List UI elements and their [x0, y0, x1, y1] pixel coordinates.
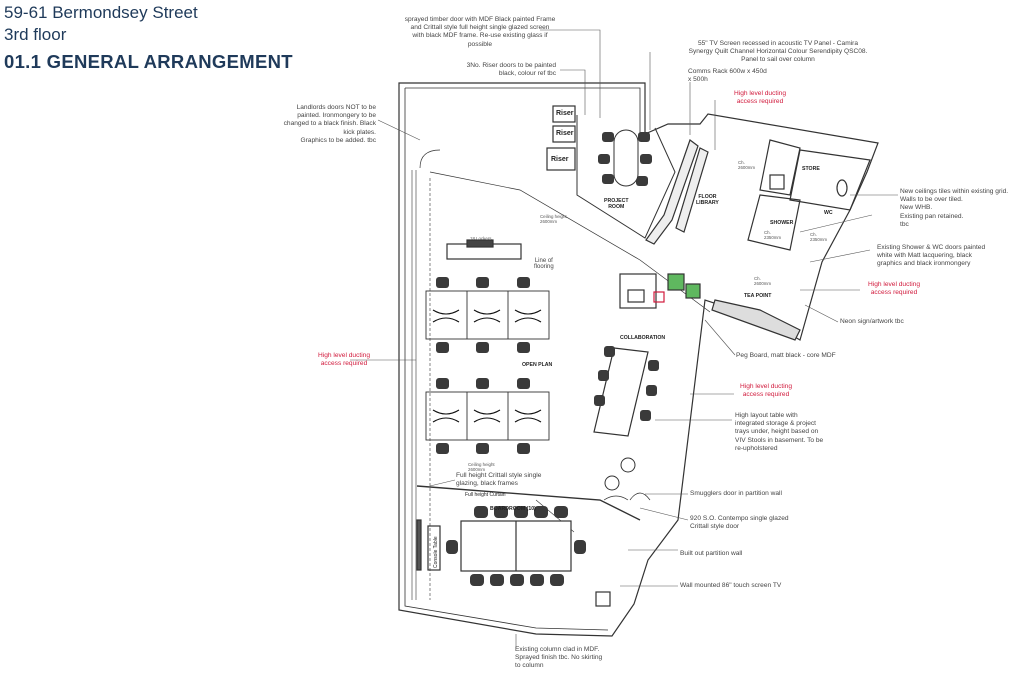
ceiling-height-label-1: Ceiling height 2600mm — [540, 214, 567, 224]
note-partition: Built out partition wall — [680, 550, 743, 557]
store-label: STORE — [802, 166, 820, 172]
note-ducting-top: High level ducting access required — [733, 90, 787, 106]
note-peg-board: Peg Board, matt black - core MDF — [736, 352, 836, 359]
page-title: 01.1 GENERAL ARRANGEMENT — [4, 51, 293, 72]
note-ducting-right: High level ducting access required — [867, 281, 921, 297]
inner-wall — [404, 87, 641, 631]
floor-library-label: FLOOR LIBRARY — [696, 194, 719, 206]
console-table-label: Console Table — [433, 536, 439, 568]
collaboration-label: COLLABORATION — [620, 335, 666, 341]
note-ducting-mid: High level ducting access required — [739, 383, 793, 399]
ch-label-2: Ch. 2350mm — [764, 230, 782, 240]
note-tv-screen: 55" TV Screen recessed in acoustic TV Pa… — [688, 40, 868, 64]
lockers-label: 18 Lockers — [470, 236, 492, 241]
tea-point-label: TEA POINT — [744, 293, 772, 299]
note-risers: 3No. Riser doors to be painted black, co… — [466, 62, 556, 78]
note-ducting-left: High level ducting access required — [317, 352, 371, 368]
note-crittall-glazing: Full height Crittall style single glazin… — [456, 472, 542, 488]
note-contempo: 920 S.O. Contempo single glazed Crittall… — [690, 515, 789, 531]
wc-label: WC — [824, 210, 833, 216]
open-plan-label: OPEN PLAN — [522, 362, 553, 368]
ch-label-1: Ch. 2600mm — [738, 160, 756, 170]
project-room-label: PROJECT ROOM — [604, 198, 629, 210]
note-neon: Neon sign/artwork tbc — [840, 318, 904, 325]
riser-label-2: Riser — [556, 130, 574, 137]
ceiling-height-label-2: Ceiling height 2600mm — [468, 462, 495, 472]
note-shower-doors: Existing Shower & WC doors painted white… — [877, 244, 986, 268]
address-line: 59-61 Bermondsey Street — [4, 3, 198, 22]
note-smugglers: Smugglers door in partition wall — [690, 490, 782, 497]
note-ceilings: New ceilings tiles within existing grid.… — [900, 188, 1009, 228]
line-of-flooring-label: Line of flooring — [534, 258, 554, 270]
boardroom-label: BOARDROOM (10) — [490, 506, 536, 512]
shower-label: SHOWER — [770, 220, 794, 226]
note-column: Existing column clad in MDF. Sprayed fin… — [515, 646, 603, 670]
note-comms-rack: Comms Rack 600w x 450d x 500h — [688, 68, 767, 84]
riser-label-1: Riser — [556, 110, 574, 117]
ch-label-3: Ch. 2350mm — [810, 232, 828, 242]
note-high-table: High layout table with integrated storag… — [735, 412, 824, 452]
ch-label-4: Ch. 2600mm — [754, 276, 772, 286]
floor-line: 3rd floor — [4, 25, 67, 44]
curtain-label: Full height Curtain — [465, 492, 506, 498]
note-touch-screen: Wall mounted 86" touch screen TV — [680, 582, 782, 589]
note-sprayed-door: sprayed timber door with MDF Black paint… — [404, 16, 556, 48]
riser-label-3: Riser — [551, 156, 569, 163]
note-landlords-doors: Landlords doors NOT to be painted. Ironm… — [283, 104, 376, 144]
